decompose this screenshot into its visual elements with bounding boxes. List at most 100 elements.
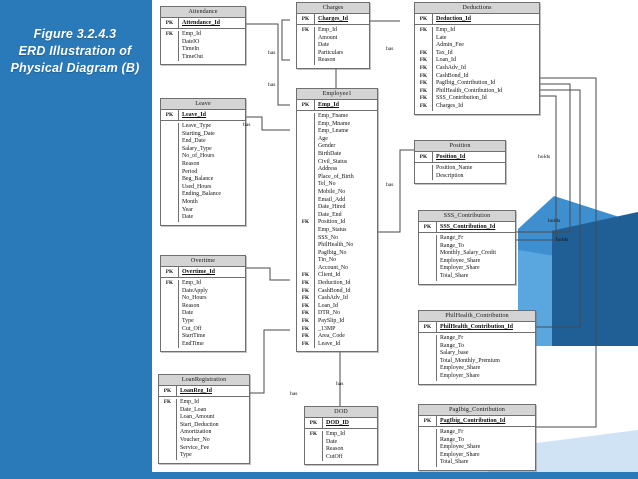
caption-line-2: ERD Illustration of <box>18 44 132 58</box>
key-tag: FK <box>301 280 310 287</box>
primary-key-field: DOD_ID <box>326 420 350 426</box>
attribute-row: Reason <box>297 57 369 65</box>
key-tag: FK <box>301 27 310 33</box>
relationship-label: holds <box>556 237 569 243</box>
attribute-field: Period <box>178 168 245 177</box>
key-tag: FK <box>419 27 428 33</box>
relationship-label: has <box>290 391 298 397</box>
attribute-field: Reason <box>178 302 245 311</box>
attribute-field: Type <box>176 452 249 460</box>
relationship-label: has <box>386 46 394 52</box>
attribute-field: Salary_Type <box>178 145 245 154</box>
attribute-field: _13MP <box>314 325 377 334</box>
attribute-field: Cut_Off <box>178 325 245 334</box>
key-tag: PK <box>419 222 437 232</box>
attribute-row: Emp_Mname <box>297 120 377 129</box>
attribute-row: CutOff <box>305 453 377 462</box>
key-tag: FK <box>301 318 310 325</box>
attribute-field: Emp_Status <box>314 226 377 235</box>
attribute-field: Start_Deduction <box>176 421 249 430</box>
attribute-field: CashAdv_Id <box>432 64 539 73</box>
attribute-row: Employer_Share <box>419 372 535 381</box>
attribute-field: Account_No <box>314 264 377 273</box>
attribute-field: Total_Share <box>436 459 535 467</box>
attribute-row: EndTime <box>161 340 245 349</box>
attribute-field: Leave_Type <box>178 123 245 131</box>
key-tag: FK <box>419 102 428 109</box>
attribute-row: PhilHealth_No <box>297 242 377 250</box>
attribute-field: Range_Fr <box>436 235 515 243</box>
attribute-row: Service_Fee <box>159 444 249 453</box>
attribute-row: No_Hours <box>161 295 245 303</box>
decor-bottom-strip <box>0 472 638 479</box>
attribute-field: Employee_Share <box>436 257 515 266</box>
key-tag: FK <box>301 333 310 340</box>
caption-line-3: Physical Diagram (B) <box>10 61 140 75</box>
attribute-field: No_Hours <box>178 295 245 303</box>
attribute-row: Tel_No <box>297 181 377 189</box>
key-tag: PK <box>161 267 179 277</box>
attribute-field: Emp_Id <box>178 280 245 288</box>
attribute-row: Reason <box>305 446 377 454</box>
attribute-field: EndTime <box>178 340 245 349</box>
slide-accent-bar <box>0 0 152 479</box>
key-tag: PK <box>161 110 179 120</box>
attribute-field: Range_To <box>436 242 515 251</box>
caption-line-1: Figure 3.2.4.3 <box>33 27 117 41</box>
entity-title: Deductions <box>415 3 539 14</box>
attribute-field: End_Date <box>178 138 245 146</box>
attribute-field: Particulars <box>314 49 369 58</box>
attribute-field: Email_Add <box>314 196 377 205</box>
relationship-label: holds <box>548 218 561 224</box>
attribute-field: Emp_Lname <box>314 128 377 136</box>
attribute-row: Date_Loan <box>159 406 249 415</box>
key-tag: FK <box>301 295 310 302</box>
entity-title: DOD <box>305 407 377 418</box>
attribute-field: PhilHealth_No <box>314 242 377 250</box>
entity-title: SSS_Contribution <box>419 211 515 222</box>
key-tag: PK <box>305 418 323 428</box>
attribute-field: Charges_Id <box>432 102 539 111</box>
relationship-label: holds <box>538 154 551 160</box>
relationship-label: has <box>336 381 344 387</box>
attribute-row: Late <box>415 34 539 43</box>
entity-title: Position <box>415 141 505 152</box>
primary-key-field: Charges_Id <box>318 16 349 22</box>
key-tag: FK <box>301 325 310 332</box>
key-tag: PK <box>415 152 433 162</box>
relationship-label: has <box>268 82 276 88</box>
attribute-field: Emp_Id <box>322 431 377 439</box>
entity-title: Employee1 <box>297 89 377 100</box>
attribute-row: Date <box>305 438 377 447</box>
attribute-field: Admin_Fee <box>432 42 539 50</box>
attribute-field: Ending_Balance <box>178 191 245 199</box>
entity-title: Overtime <box>161 256 245 267</box>
attribute-field: Type <box>178 317 245 326</box>
